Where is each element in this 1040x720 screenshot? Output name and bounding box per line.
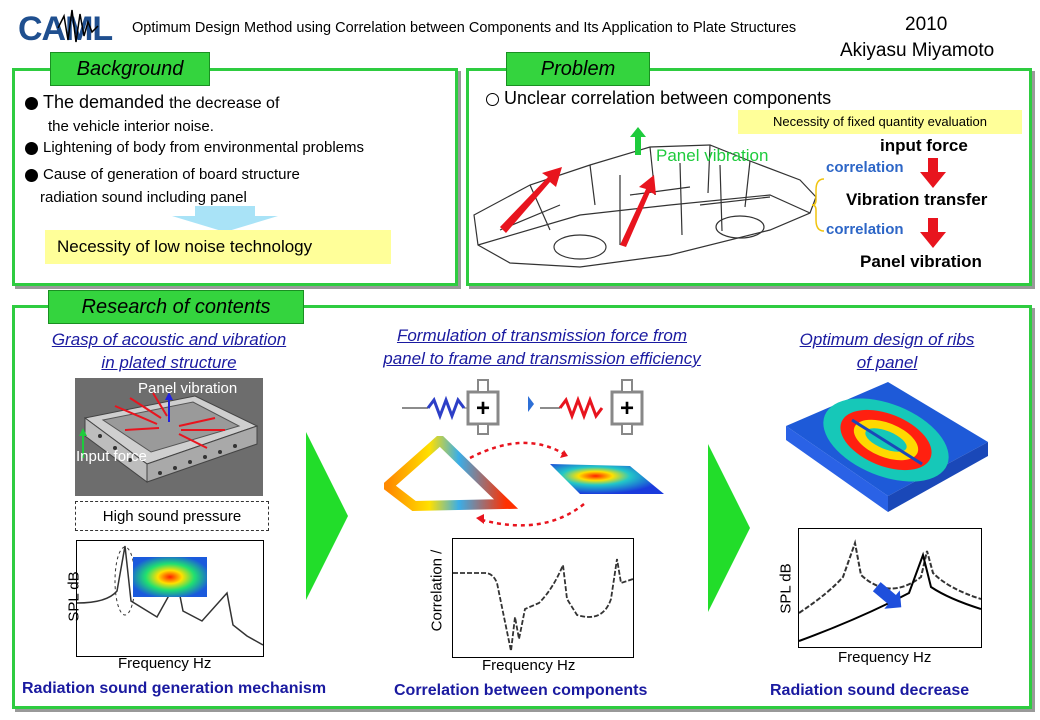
panel-vibration-result: Panel vibration xyxy=(860,252,982,271)
col2-xlabel: Frequency Hz xyxy=(482,657,576,674)
conclusion-box: Necessity of low noise technology xyxy=(45,230,391,264)
svg-text:+: + xyxy=(476,395,490,422)
svg-text:+: + xyxy=(620,395,634,422)
col3-xlabel: Frequency Hz xyxy=(838,649,932,666)
page-title: Optimum Design Method using Correlation … xyxy=(132,20,797,36)
col1-ylabel: SPL dB xyxy=(65,571,83,622)
green-arrow-icon xyxy=(708,444,750,612)
up-arrow-icon xyxy=(630,127,646,155)
spring-damper-diagram: + + xyxy=(400,378,660,436)
bullet-icon xyxy=(25,141,38,155)
col2-caption: Correlation between components xyxy=(394,682,648,699)
bullet-icon xyxy=(25,96,38,110)
down-arrow-icon xyxy=(170,206,280,232)
tab-research: Research of contents xyxy=(48,290,304,324)
col2-ylabel: Correlation / xyxy=(428,549,446,632)
bullet-icon xyxy=(25,168,38,182)
ribbed-panel-fem-image xyxy=(782,380,992,526)
background-item-3-cont: radiation sound including panel xyxy=(40,189,247,206)
down-arrow-icon xyxy=(920,218,946,248)
col3-ylabel: SPL dB xyxy=(777,563,795,614)
col1-spl-graph xyxy=(76,540,264,657)
problem-item: Unclear correlation between components xyxy=(486,88,831,109)
correlation-label-1: correlation xyxy=(826,159,904,176)
tab-background: Background xyxy=(50,52,210,86)
down-arrow-icon xyxy=(920,158,946,188)
background-item-3: Cause of generation of board structure xyxy=(25,166,300,183)
open-bullet-icon xyxy=(486,92,499,106)
correlation-label-2: correlation xyxy=(826,221,904,238)
quantity-note: Necessity of fixed quantity evaluation xyxy=(738,110,1022,134)
brace-icon xyxy=(811,178,826,232)
col2-correlation-graph xyxy=(452,538,634,658)
frame-panel-fem-diagram xyxy=(380,433,674,536)
year: 2010 xyxy=(905,14,948,35)
green-arrow-icon xyxy=(306,432,348,600)
col1-panel-vibration-label: Panel vibration xyxy=(138,380,238,397)
col1-input-force-label: Input force xyxy=(76,448,147,465)
col3-caption: Radiation sound decrease xyxy=(770,682,970,699)
tab-problem: Problem xyxy=(506,52,650,86)
author: Akiyasu Miyamoto xyxy=(840,40,995,61)
vibration-transfer-label: Vibration transfer xyxy=(846,190,988,209)
logo: CAML xyxy=(18,6,136,48)
car-body-image xyxy=(470,135,822,270)
svg-text:CAML: CAML xyxy=(18,10,112,46)
background-item-2: Lightening of body from environmental pr… xyxy=(25,139,364,156)
research-panel xyxy=(12,305,1032,709)
col3-spl-graph xyxy=(798,528,982,648)
background-item-1-cont: the vehicle interior noise. xyxy=(48,118,214,135)
col3-title: Optimum design of ribs of panel xyxy=(799,330,975,372)
col1-xlabel: Frequency Hz xyxy=(118,655,212,672)
col1-title: Grasp of acoustic and vibration in plate… xyxy=(51,330,287,372)
high-sound-box: High sound pressure xyxy=(75,501,269,531)
input-force-label: input force xyxy=(880,136,968,155)
background-item-1: The demanded the decrease of xyxy=(25,92,279,113)
plate-structure-image xyxy=(75,378,263,496)
col1-caption: Radiation sound generation mechanism xyxy=(22,680,327,697)
panel-vibration-label: Panel vibration xyxy=(656,146,769,165)
